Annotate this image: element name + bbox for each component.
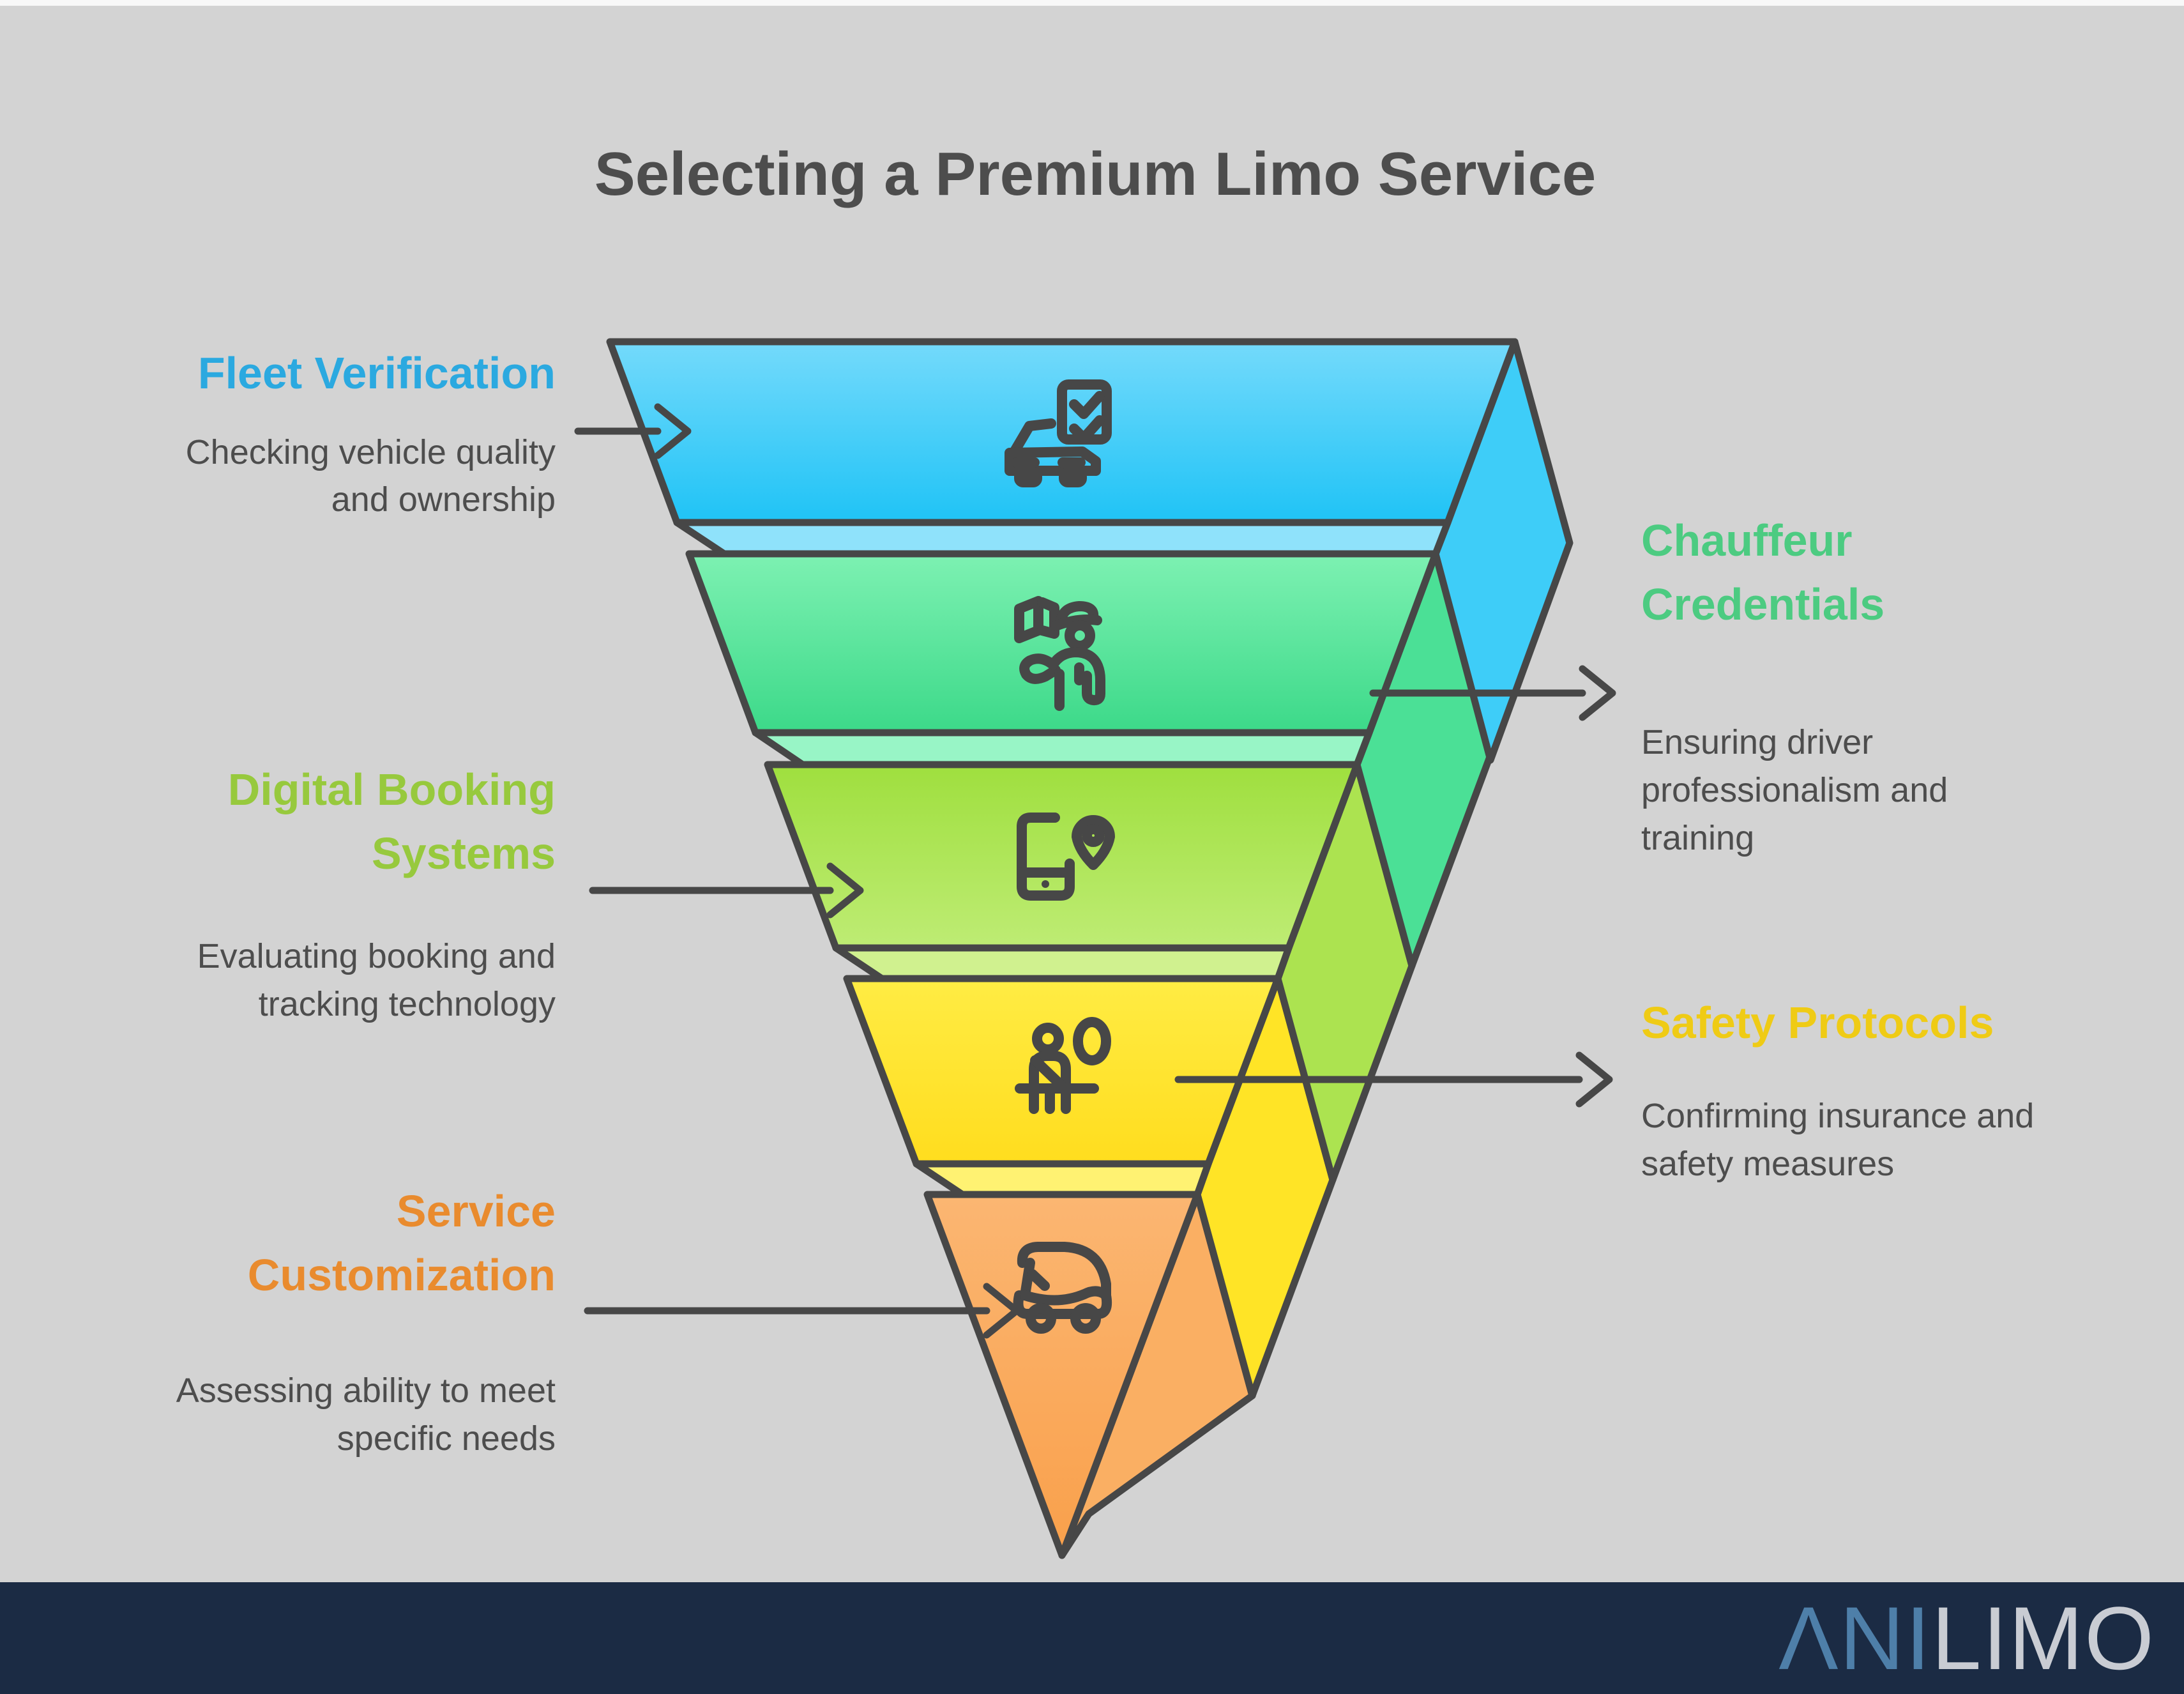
page-title: Selecting a Premium Limo Service [595, 140, 1596, 208]
funnel-level4-lip [913, 1160, 1212, 1198]
footer-background [0, 1582, 2184, 1694]
callout-booking-title-line1: Digital Booking [228, 765, 556, 814]
callout-digital-booking: Digital Booking Systems Evaluating booki… [197, 765, 556, 1023]
callout-chauffeur-desc-line3: training [1641, 819, 1754, 857]
callout-fleet-desc-line1: Checking vehicle quality [186, 433, 556, 471]
callout-service-customization: Service Customization Assessing ability … [176, 1186, 556, 1458]
callout-safety-desc-line1: Confirming insurance and [1641, 1097, 2034, 1135]
seatbelt-passenger-icon [1015, 1017, 1111, 1114]
callout-chauffeur-desc-line2: professionalism and [1641, 771, 1948, 809]
callout-safety-title: Safety Protocols [1641, 998, 1994, 1048]
callout-booking-desc-line2: tracking technology [259, 985, 556, 1023]
funnel-level1-lip [673, 519, 1452, 558]
top-edge-strip [0, 0, 2184, 6]
callout-fleet-desc-line2: and ownership [331, 480, 556, 519]
footer-bar: ΛNILIMO [0, 1582, 2184, 1694]
funnel-level3-lip [832, 944, 1293, 982]
callout-booking-title-line2: Systems [372, 828, 556, 878]
funnel-level-digital-booking [764, 761, 1416, 1184]
callout-safety-desc-line2: safety measures [1641, 1145, 1894, 1183]
car-checklist-icon [1005, 379, 1112, 487]
callout-fleet-verification: Fleet Verification Checking vehicle qual… [186, 348, 556, 519]
callout-custom-title-line1: Service [397, 1186, 556, 1236]
callout-booking-desc-line1: Evaluating booking and [197, 937, 556, 975]
callout-chauffeur-title-line2: Credentials [1641, 579, 1884, 629]
phone-location-icon [1017, 813, 1115, 901]
connector-arrows [574, 403, 1616, 1339]
callout-chauffeur-title-line1: Chauffeur [1641, 515, 1853, 565]
callout-custom-title-line2: Customization [248, 1250, 556, 1300]
callout-safety-protocols: Safety Protocols Confirming insurance an… [1641, 998, 2034, 1183]
callout-chauffeur-desc-line1: Ensuring driver [1641, 723, 1873, 761]
chauffeur-icon [1014, 596, 1105, 711]
brand-logo-suffix: LIMO [1932, 1588, 2155, 1688]
funnel-level2-lip [752, 729, 1373, 768]
brand-logo: ΛNILIMO [1778, 1588, 2155, 1688]
callout-custom-desc-line2: specific needs [337, 1419, 556, 1458]
funnel-level3-face [764, 761, 1361, 952]
callout-custom-desc-line1: Assessing ability to meet [176, 1371, 556, 1410]
callout-chauffeur-credentials: Chauffeur Credentials Ensuring driver pr… [1641, 515, 1948, 857]
callout-fleet-title: Fleet Verification [198, 348, 556, 398]
brand-logo-prefix: ΛNI [1778, 1588, 1932, 1688]
